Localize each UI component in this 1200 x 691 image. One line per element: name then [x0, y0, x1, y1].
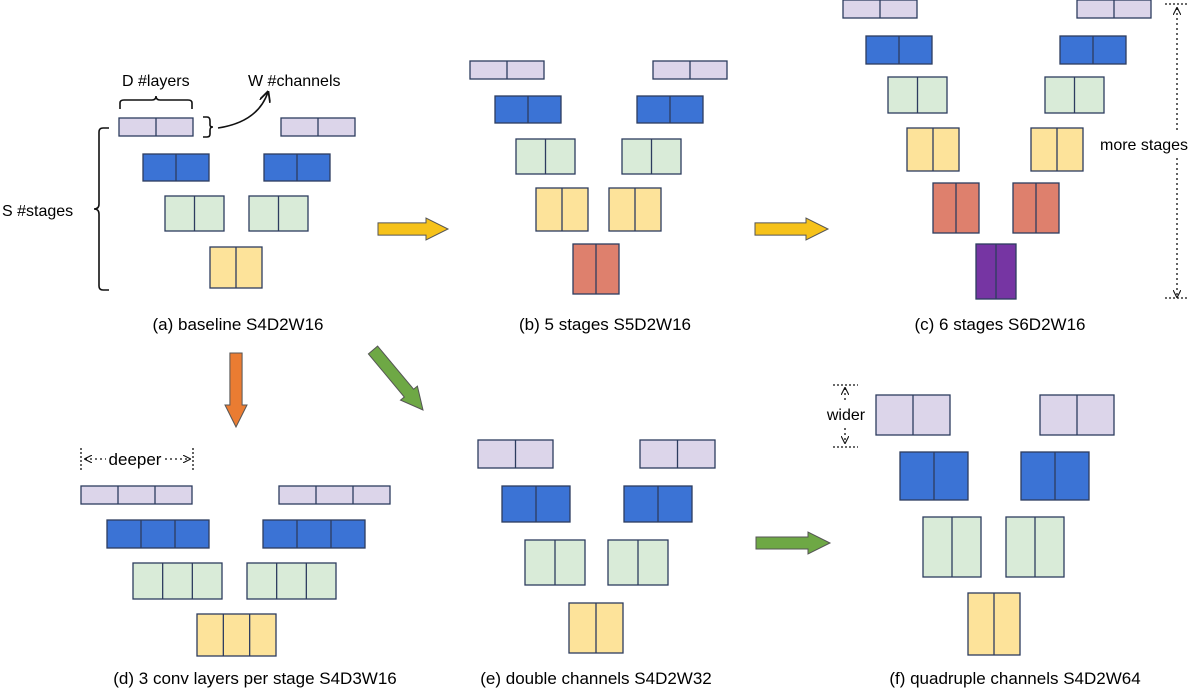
arrow-a-to-d: [224, 352, 248, 429]
stage-2-left-block: [501, 485, 571, 523]
stage-6-block: [975, 243, 1017, 300]
stage-2-right-block: [636, 95, 704, 124]
stage-3-left-block: [887, 76, 948, 114]
panel-a: D #layers W #channels S #stages (a) base…: [2, 73, 356, 334]
stage-3-right-block: [607, 539, 669, 586]
stage-1-right-block: [1039, 394, 1115, 436]
block-arrow-shape: [377, 217, 450, 241]
layer-block-body: [106, 519, 210, 549]
wider-label: wider: [826, 407, 866, 424]
layer-block-body: [132, 562, 223, 600]
stage-3-left-block: [164, 195, 225, 232]
stage-1-left-block: [875, 394, 951, 436]
stage-3-right-block: [621, 138, 682, 175]
stage-2-left-block: [899, 451, 969, 501]
channels-curved-arrow: [217, 92, 268, 129]
layer-block-body: [246, 562, 337, 600]
caption-e: (e) double channels S4D2W32: [480, 669, 712, 688]
stage-5-block: [572, 243, 620, 295]
arrow-b-to-c: [754, 217, 830, 241]
arrow-a-to-e: [367, 345, 424, 411]
block-arrow-shape: [754, 217, 830, 241]
stage-3-right-block: [1005, 516, 1065, 578]
d-layers-label: D #layers: [122, 73, 190, 90]
panel-c: more stages (c) 6 stages S6D2W16: [842, 0, 1198, 334]
stage-2-right-block: [262, 519, 366, 549]
caption-c: (c) 6 stages S6D2W16: [914, 315, 1085, 334]
stage-3-left-block: [515, 138, 576, 175]
caption-d: (d) 3 conv layers per stage S4D3W16: [113, 669, 396, 688]
layer-block-body: [278, 485, 391, 505]
stage-4-block: [196, 613, 277, 657]
wider-label-bg: [820, 402, 872, 426]
block-arrow-shape: [224, 352, 248, 429]
caption-b: (b) 5 stages S5D2W16: [519, 315, 691, 334]
transition-arrows: [224, 217, 832, 555]
panel-f: wider (f) quadruple channels S4D2W64: [820, 384, 1141, 688]
stage-2-right-block: [1020, 451, 1090, 501]
panel-d-blocks: [80, 485, 391, 657]
stages-brace: [93, 127, 109, 291]
block-arrow-shape: [755, 531, 832, 555]
stage-2-left-block: [106, 519, 210, 549]
stage-2-right-block: [1059, 35, 1127, 65]
stage-3-right-block: [248, 195, 309, 232]
stage-4-block: [209, 246, 263, 289]
layer-block-body: [262, 519, 366, 549]
arrow-a-to-b: [377, 217, 450, 241]
stage-3-left-block: [524, 539, 586, 586]
panel-f-blocks: [875, 394, 1115, 656]
stage-2-left-block: [494, 95, 562, 124]
block-arrow-shape: [367, 345, 424, 411]
stage-2-right-block: [263, 153, 331, 182]
stage-3-right-block: [1044, 76, 1105, 114]
layers-brace: [119, 95, 193, 109]
panel-d: deeper (d) 3 conv layers per stage S4D3W…: [80, 447, 397, 688]
stage-1-left-block: [842, 0, 918, 19]
stage-3-left-block: [922, 516, 982, 578]
arrow-e-to-f: [755, 531, 832, 555]
stage-3-left-block: [132, 562, 223, 600]
stage-4-block: [967, 592, 1021, 656]
panel-e-blocks: [477, 439, 716, 654]
w-channels-label: W #channels: [248, 73, 341, 90]
panel-b: (b) 5 stages S5D2W16: [469, 60, 728, 334]
stage-1-right-block: [278, 485, 391, 505]
stage-1-right-block: [652, 60, 728, 80]
stage-2-left-block: [865, 35, 933, 65]
stage-1-right-block: [280, 117, 356, 137]
stage-5-left-block: [932, 182, 980, 234]
stage-4-left-block: [906, 127, 960, 172]
panel-c-blocks: [842, 0, 1152, 300]
panel-e: (e) double channels S4D2W32: [477, 439, 716, 688]
channels-brace: [203, 116, 214, 138]
stage-1-left-block: [118, 117, 194, 137]
stage-1-left-block: [469, 60, 545, 80]
panel-a-blocks: [118, 117, 356, 289]
stage-1-left-block: [477, 439, 554, 469]
caption-a: (a) baseline S4D2W16: [152, 315, 323, 334]
layer-block-body: [80, 485, 193, 505]
stage-4-right-block: [608, 187, 662, 232]
panel-b-blocks: [469, 60, 728, 295]
stage-1-left-block: [80, 485, 193, 505]
deeper-label: deeper: [109, 450, 162, 469]
stage-2-left-block: [142, 153, 210, 182]
stage-3-right-block: [246, 562, 337, 600]
stage-4-block: [568, 602, 624, 654]
caption-f: (f) quadruple channels S4D2W64: [889, 669, 1140, 688]
stage-2-right-block: [623, 485, 693, 523]
more-stages-label-bg: [1096, 132, 1198, 156]
more-stages-label: more stages: [1100, 137, 1188, 154]
stage-5-right-block: [1012, 182, 1060, 234]
stage-4-right-block: [1030, 127, 1084, 172]
s-stages-label: S #stages: [2, 203, 73, 220]
stage-1-right-block: [639, 439, 716, 469]
deeper-label-bg: [106, 447, 164, 471]
stage-4-left-block: [535, 187, 589, 232]
layer-block-body: [196, 613, 277, 657]
stage-1-right-block: [1076, 0, 1152, 19]
